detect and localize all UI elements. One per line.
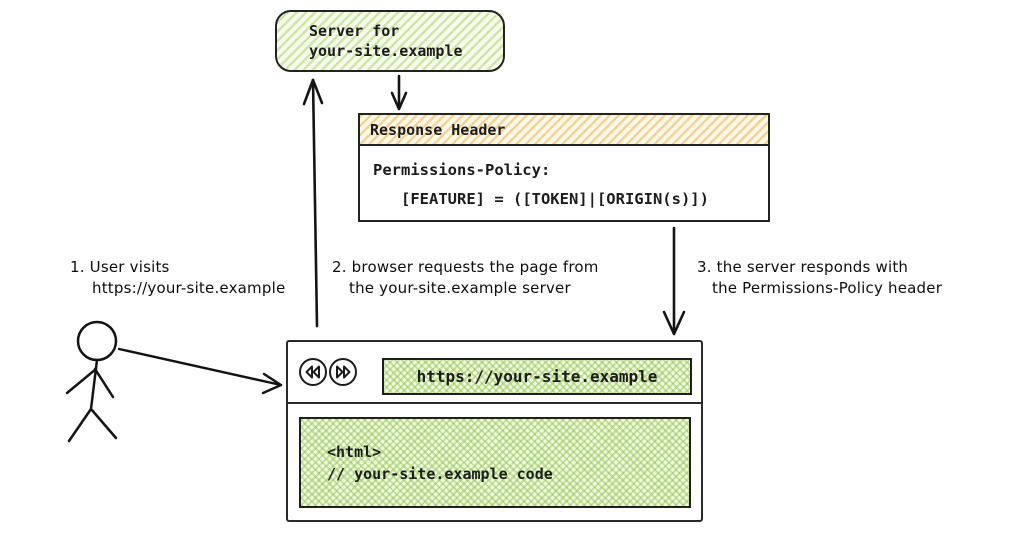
server-box: Server for your-site.example (275, 10, 505, 72)
server-label-line2: your-site.example (309, 42, 463, 60)
step-2-line1: 2. browser requests the page from (332, 258, 599, 276)
fast-forward-icon (328, 358, 358, 390)
step-label-1: 1. User visits https://your-site.example (70, 257, 285, 299)
browser-window: https://your-site.example <html> // your… (286, 340, 703, 522)
rewind-icon (298, 358, 328, 390)
arrow-user-to-browser (117, 347, 283, 395)
user-body (89, 358, 99, 411)
arrow-server-to-response-header (390, 74, 408, 111)
arrow-response-header-to-browser (662, 226, 686, 336)
user-right-arm (93, 367, 115, 399)
page-content-box: <html> // your-site.example code (299, 417, 691, 508)
step-3-line2: the Permissions-Policy header (712, 279, 943, 297)
user-head (76, 320, 118, 362)
url-text: https://your-site.example (416, 367, 658, 386)
response-header-body: Permissions-Policy: [FEATURE] = ([TOKEN]… (360, 146, 768, 214)
forward-button[interactable] (328, 357, 358, 387)
user-right-leg (89, 407, 118, 440)
step-label-3: 3. the server responds with the Permissi… (697, 257, 942, 299)
response-header-title: Response Header (360, 115, 768, 146)
step-1-line2: https://your-site.example (92, 279, 286, 297)
user-left-arm (65, 367, 98, 395)
code-line-2: // your-site.example code (327, 464, 553, 483)
user-left-leg (67, 407, 93, 443)
policy-line-2: [FEATURE] = ([TOKEN]|[ORIGIN(s)]) (401, 190, 709, 208)
step-1-line1: 1. User visits (70, 258, 170, 276)
code-line-1: <html> (327, 442, 382, 461)
arrow-browser-to-server (302, 78, 324, 328)
browser-toolbar: https://your-site.example (288, 342, 701, 404)
step-2-line2: the your-site.example server (349, 279, 571, 297)
policy-line-1: Permissions-Policy: (373, 161, 551, 179)
step-label-2: 2. browser requests the page from the yo… (332, 257, 599, 299)
response-header-box: Response Header Permissions-Policy: [FEA… (358, 113, 770, 222)
server-label-line1: Server for (309, 22, 400, 40)
step-3-line1: 3. the server responds with (697, 258, 909, 276)
user-stick-figure (65, 320, 118, 443)
url-bar[interactable]: https://your-site.example (382, 358, 692, 395)
back-button[interactable] (298, 357, 328, 387)
